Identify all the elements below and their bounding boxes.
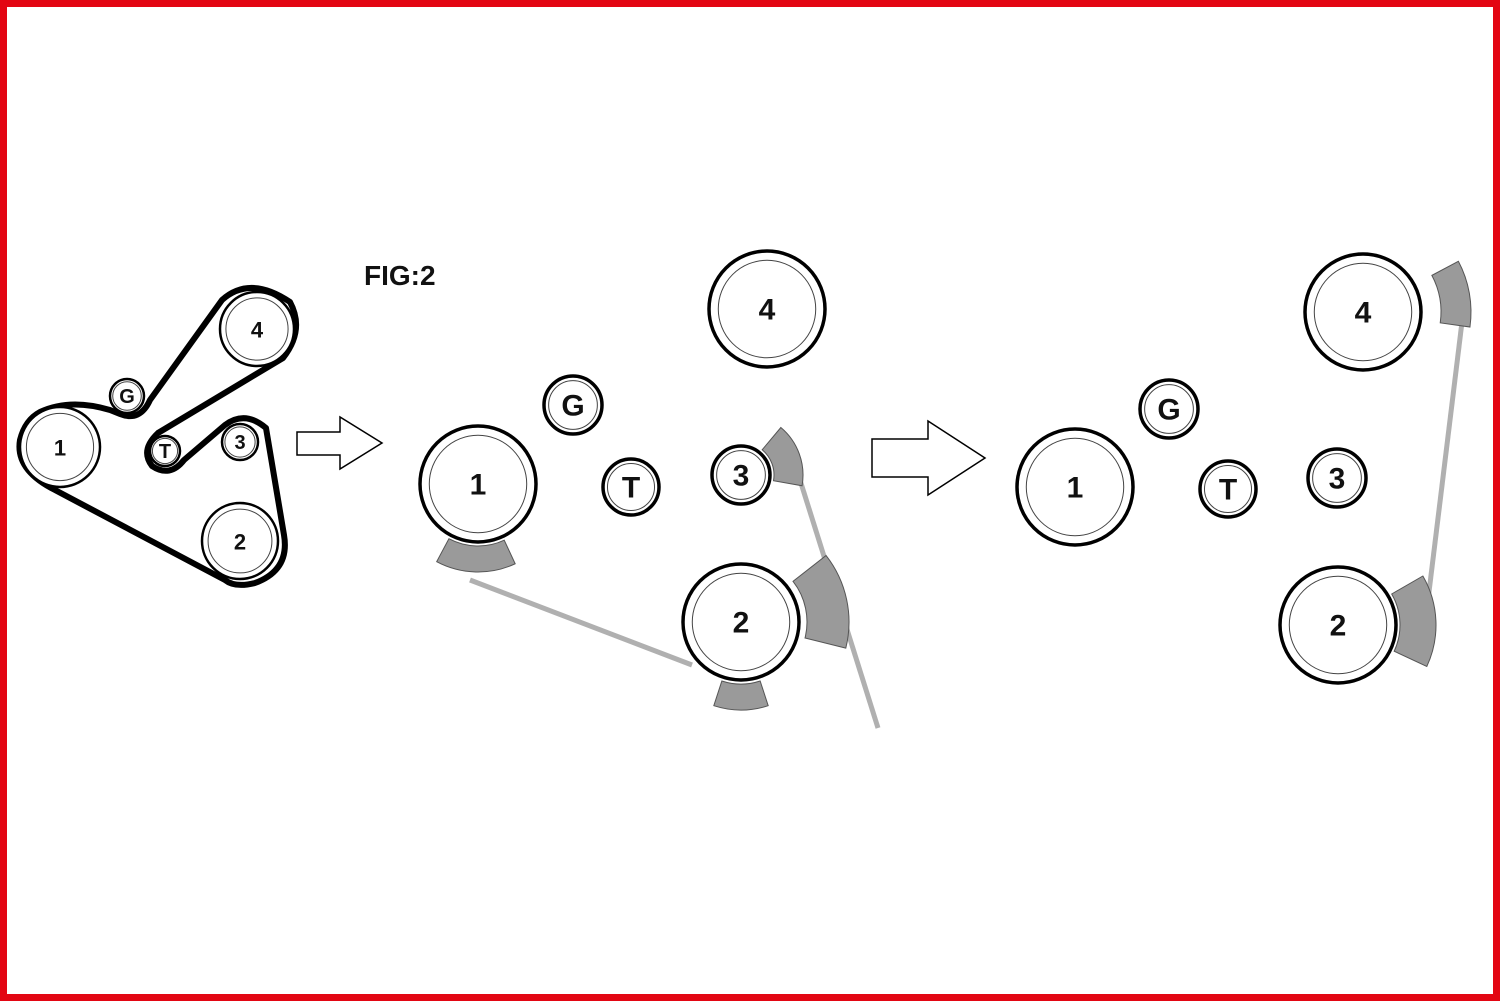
pulley-label: T: [622, 472, 640, 505]
pulley-label: 1: [470, 469, 487, 502]
pulley-label: G: [119, 386, 135, 408]
pulley-label: 1: [54, 436, 66, 461]
pulley-p3: 3: [220, 422, 260, 462]
pulley-p4: 4: [707, 249, 827, 369]
pulley-p3: 3: [1306, 447, 1368, 509]
pulley-p1: 1: [418, 424, 538, 544]
tool-shoe: [713, 680, 769, 711]
arrow-right-icon: [296, 415, 384, 471]
pulley-label: T: [159, 441, 171, 463]
tool-shoe: [436, 538, 516, 573]
tool-shoe: [1431, 260, 1472, 328]
pulley-label: 4: [1355, 297, 1372, 330]
pulley-p2: 2: [681, 562, 801, 682]
pulley-p1: 1: [1015, 427, 1135, 547]
pulley-p4: 4: [218, 290, 296, 368]
pulley-g: G: [542, 374, 604, 436]
pulley-label: 2: [1330, 610, 1347, 643]
tool-shoe: [792, 554, 850, 649]
pulley-label: 1: [1067, 472, 1084, 505]
pulley-t: T: [148, 434, 182, 468]
pulley-label: 2: [234, 530, 246, 555]
pulley-t: T: [1198, 459, 1258, 519]
pulley-label: 4: [759, 294, 776, 327]
tool-rod: [1425, 321, 1465, 601]
pulley-label: 3: [234, 432, 245, 454]
pulley-p2: 2: [200, 501, 280, 581]
pulley-p3: 3: [710, 444, 772, 506]
pulley-p1: 1: [18, 405, 102, 489]
tool-shoe: [761, 426, 804, 487]
arrow-right-icon: [871, 419, 987, 497]
pulley-label: 2: [733, 607, 750, 640]
figure-label: FIG:2: [364, 260, 436, 291]
pulley-label: G: [561, 390, 584, 423]
pulley-g: G: [108, 377, 146, 415]
pulley-p4: 4: [1303, 252, 1423, 372]
pulley-p2: 2: [1278, 565, 1398, 685]
tool-rod: [469, 577, 693, 668]
pulley-label: T: [1219, 474, 1237, 507]
pulley-label: G: [1157, 394, 1180, 427]
pulley-t: T: [601, 457, 661, 517]
pulley-label: 3: [733, 460, 750, 493]
pulley-label: 3: [1329, 463, 1346, 496]
pulley-g: G: [1138, 378, 1200, 440]
tool-shoe: [1391, 575, 1437, 668]
pulley-label: 4: [251, 318, 264, 343]
drive-belt: [16, 285, 300, 588]
